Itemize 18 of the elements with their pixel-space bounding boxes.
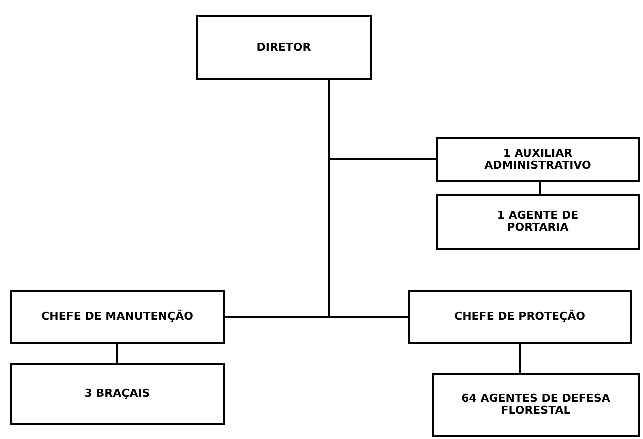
connector-line — [116, 344, 118, 363]
box-label: 1 AGENTE DE PORTARIA — [496, 210, 580, 234]
org-box — [436, 194, 640, 250]
org-box — [436, 137, 640, 182]
connector-line — [519, 344, 521, 373]
box-label: CHEFE DE PROTEÇÃO — [454, 311, 586, 323]
org-box — [432, 373, 640, 437]
org-box — [408, 290, 632, 344]
box-label: DIRETOR — [256, 42, 312, 54]
box-label: 3 BRAÇAIS — [84, 388, 150, 400]
connector-line — [539, 182, 541, 194]
box-label: 1 AUXILIAR ADMINISTRATIVO — [484, 148, 592, 172]
org-box — [10, 290, 225, 344]
box-label: CHEFE DE MANUTENÇÃO — [42, 311, 194, 323]
box-label: 64 AGENTES DE DEFESA FLORESTAL — [460, 393, 612, 417]
org-box — [196, 15, 372, 80]
org-box — [10, 363, 225, 425]
connector-line — [328, 80, 408, 318]
